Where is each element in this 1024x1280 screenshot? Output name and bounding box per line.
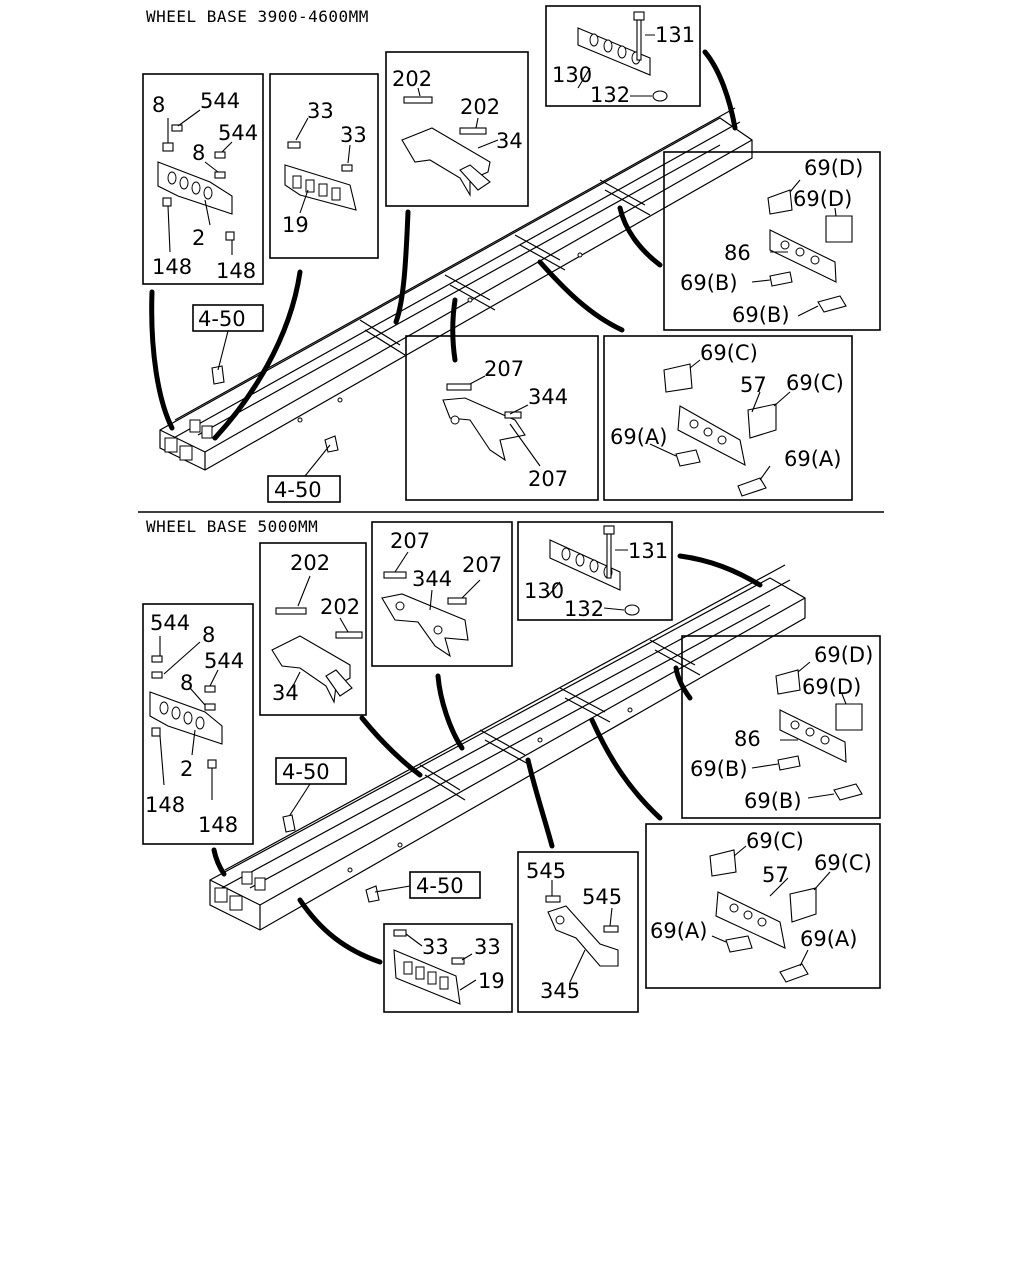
top-202-c: 34	[496, 129, 523, 153]
bottom-front-148b: 148	[198, 813, 238, 837]
bottom-ref-box-a[interactable]: 4-50	[275, 757, 347, 816]
bottom-33-a: 33	[422, 935, 449, 959]
top-panel-33: 33 33 19	[269, 73, 379, 259]
top-202-b: 202	[460, 95, 500, 119]
top-57-57: 57	[740, 373, 767, 397]
bottom-202-a: 202	[290, 551, 330, 575]
bottom-front-8b: 8	[180, 671, 193, 695]
top-section: WHEEL BASE 3900-4600MM 4-50	[142, 5, 881, 503]
top-front-2: 2	[192, 226, 205, 250]
top-207-c: 207	[528, 467, 568, 491]
bottom-front-2: 2	[180, 757, 193, 781]
bottom-86-86: 86	[734, 727, 761, 751]
bottom-front-148a: 148	[145, 793, 185, 817]
top-bolt-132: 132	[590, 83, 630, 107]
bottom-57-69c-a: 69(C)	[746, 829, 804, 853]
top-front-148b: 148	[216, 259, 256, 283]
bottom-section: WHEEL BASE 5000MM 4-50 4-50	[142, 517, 881, 1013]
bottom-frame-drawing	[209, 564, 806, 931]
top-panel-front-member: 8 544 544 8 2 148 148	[142, 73, 264, 285]
top-86-69b-b: 69(B)	[732, 303, 790, 327]
bottom-202-b: 202	[320, 595, 360, 619]
top-57-69a-a: 69(A)	[610, 425, 667, 449]
bottom-ref-box-b[interactable]: 4-50	[374, 871, 481, 899]
top-heading: WHEEL BASE 3900-4600MM	[146, 7, 369, 26]
bottom-ref-b-label: 4-50	[416, 874, 464, 898]
top-bolt-131: 131	[655, 23, 695, 47]
top-ref-box-a[interactable]: 4-50	[192, 304, 264, 371]
bottom-545-a: 545	[526, 859, 566, 883]
bottom-33-c: 19	[478, 969, 505, 993]
top-207-b: 344	[528, 385, 568, 409]
bottom-heading: WHEEL BASE 5000MM	[146, 517, 318, 536]
top-ref-box-b[interactable]: 4-50	[267, 444, 341, 503]
top-33-b: 33	[340, 123, 367, 147]
top-57-69c-a: 69(C)	[700, 341, 758, 365]
top-86-69d-a: 69(D)	[804, 156, 863, 180]
bottom-front-8a: 8	[202, 623, 215, 647]
bottom-202-c: 34	[272, 681, 299, 705]
top-ref-a-label: 4-50	[198, 307, 246, 331]
bottom-207-c: 344	[412, 567, 452, 591]
top-panel-86: 69(D) 69(D) 86 69(B) 69(B)	[663, 151, 881, 331]
bottom-ref-a-label: 4-50	[282, 760, 330, 784]
bottom-front-544a: 544	[150, 611, 190, 635]
bottom-bolt-132: 132	[564, 597, 604, 621]
top-86-86: 86	[724, 241, 751, 265]
bottom-bolt-131: 131	[628, 539, 668, 563]
top-207-a: 207	[484, 357, 524, 381]
top-panel-57: 69(C) 57 69(C) 69(A) 69(A)	[603, 335, 853, 501]
bottom-panel-86: 69(D) 69(D) 86 69(B) 69(B)	[681, 635, 881, 819]
bottom-front-544b: 544	[204, 649, 244, 673]
bottom-86-69b-b: 69(B)	[744, 789, 802, 813]
bottom-57-57: 57	[762, 863, 789, 887]
bottom-panel-207: 207 207 344	[371, 521, 513, 667]
top-86-69b-a: 69(B)	[680, 271, 738, 295]
top-57-69c-b: 69(C)	[786, 371, 844, 395]
bottom-57-69c-b: 69(C)	[814, 851, 872, 875]
bottom-panel-33: 33 33 19	[383, 923, 513, 1013]
top-bolt-130: 130	[552, 63, 592, 87]
top-front-8a: 8	[152, 93, 165, 117]
top-86-69d-b: 69(D)	[793, 187, 852, 211]
bottom-panel-bolt: 131 130 132	[517, 521, 673, 621]
bottom-panel-front-member: 544 8 544 8 2 148 148	[142, 603, 254, 845]
bottom-86-69b-a: 69(B)	[690, 757, 748, 781]
top-57-69a-b: 69(A)	[784, 447, 841, 471]
top-202-a: 202	[392, 67, 432, 91]
bottom-panel-545: 545 545 345	[517, 851, 639, 1013]
bottom-57-69a-a: 69(A)	[650, 919, 707, 943]
top-panel-bolt: 131 130 132	[545, 5, 701, 107]
bottom-57-69a-b: 69(A)	[800, 927, 857, 951]
top-front-544b: 544	[218, 121, 258, 145]
top-front-148a: 148	[152, 255, 192, 279]
top-panel-207: 207 344 207	[405, 335, 599, 501]
top-33-a: 33	[307, 99, 334, 123]
top-panel-202: 202 202 34	[385, 51, 529, 207]
top-33-c: 19	[282, 213, 309, 237]
bottom-207-a: 207	[390, 529, 430, 553]
bottom-545-b: 545	[582, 885, 622, 909]
bottom-86-69d-b: 69(D)	[802, 675, 861, 699]
bottom-207-b: 207	[462, 553, 502, 577]
top-front-544a: 544	[200, 89, 240, 113]
bottom-panel-202: 202 202 34	[259, 542, 367, 716]
bottom-33-b: 33	[474, 935, 501, 959]
bottom-545-c: 345	[540, 979, 580, 1003]
bottom-bolt-130: 130	[524, 579, 564, 603]
bottom-panel-57: 69(C) 57 69(C) 69(A) 69(A)	[645, 823, 881, 989]
top-ref-b-label: 4-50	[274, 478, 322, 502]
bottom-86-69d-a: 69(D)	[814, 643, 873, 667]
top-front-8b: 8	[192, 141, 205, 165]
